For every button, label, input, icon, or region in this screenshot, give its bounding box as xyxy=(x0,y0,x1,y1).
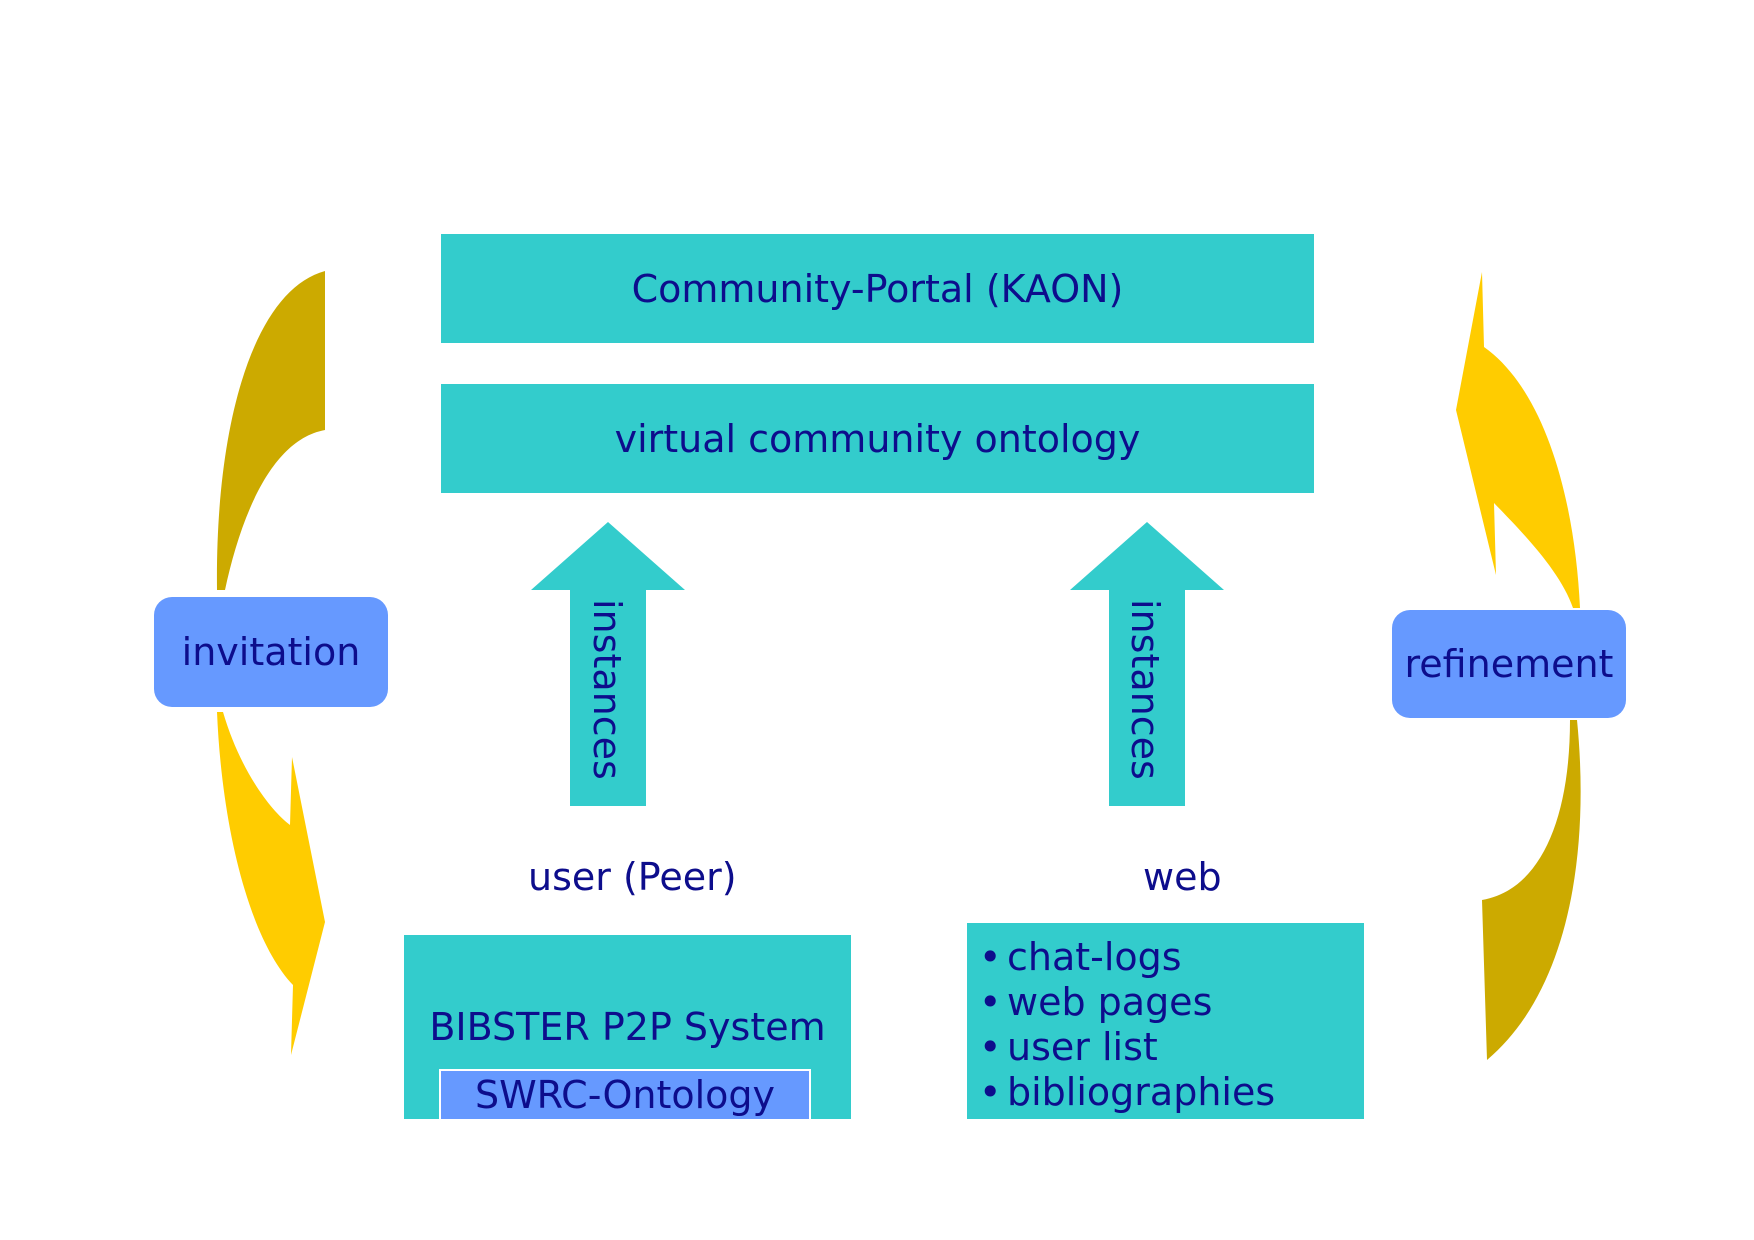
instances-label-right: instances xyxy=(1123,599,1167,780)
community-portal-label: Community-Portal (KAON) xyxy=(631,266,1124,311)
web-sources-box: chat-logs web pages user list bibliograp… xyxy=(967,923,1364,1119)
right-cycle-arrow-upper xyxy=(1456,272,1580,608)
invitation-pill: invitation xyxy=(154,597,388,707)
instances-arrow-right xyxy=(1070,522,1224,806)
virtual-community-ontology-box: virtual community ontology xyxy=(441,384,1314,493)
swrc-ontology-label: SWRC-Ontology xyxy=(474,1073,776,1117)
left-cycle-arrow-lower xyxy=(217,712,325,1055)
bibster-title: BIBSTER P2P System xyxy=(429,1005,826,1049)
invitation-label: invitation xyxy=(181,630,361,674)
web-source-item: bibliographies xyxy=(979,1070,1275,1115)
web-sources-list: chat-logs web pages user list bibliograp… xyxy=(979,935,1275,1115)
instances-label-left: instances xyxy=(585,599,629,780)
refinement-label: refinement xyxy=(1404,642,1614,686)
community-portal-box: Community-Portal (KAON) xyxy=(441,234,1314,343)
left-cycle-arrow-upper xyxy=(216,271,325,590)
instances-arrow-left xyxy=(531,522,685,806)
bibster-box: BIBSTER P2P System SWRC-Ontology xyxy=(404,935,851,1119)
right-cycle-arrow-lower xyxy=(1482,720,1581,1060)
swrc-ontology-box: SWRC-Ontology xyxy=(439,1069,811,1119)
refinement-pill: refinement xyxy=(1392,610,1626,718)
virtual-community-ontology-label: virtual community ontology xyxy=(614,416,1141,461)
user-peer-label: user (Peer) xyxy=(528,855,737,899)
web-label: web xyxy=(1143,855,1222,899)
web-source-item: web pages xyxy=(979,980,1275,1025)
web-source-item: chat-logs xyxy=(979,935,1275,980)
web-source-item: user list xyxy=(979,1025,1275,1070)
